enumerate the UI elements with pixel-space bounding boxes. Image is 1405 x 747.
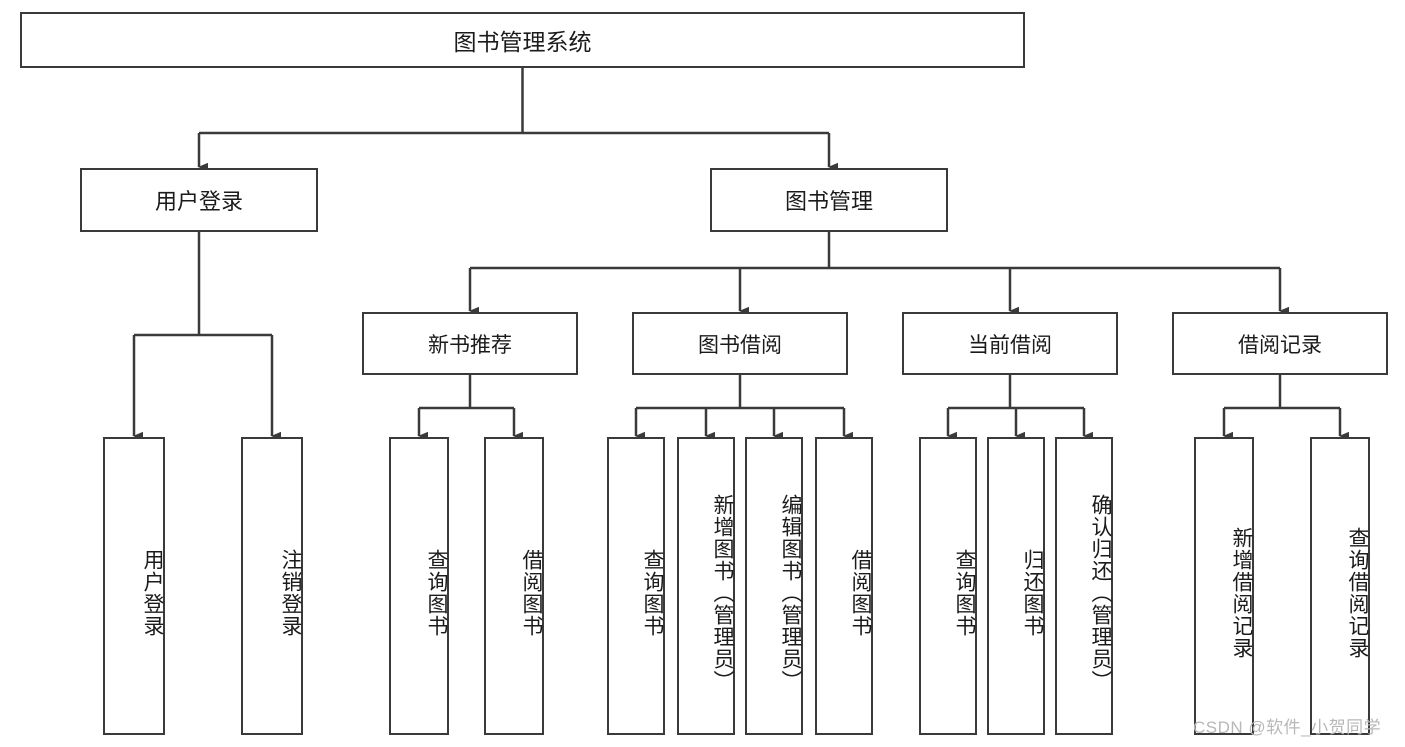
node-label: 注销登录 [279, 549, 302, 637]
node-book-borrow[interactable]: 图书借阅 [632, 312, 848, 375]
node-label: 新书推荐 [428, 333, 512, 357]
leaf-query-book-borrow[interactable]: 查询图书 [607, 437, 665, 735]
node-label: 用户登录 [154, 189, 243, 214]
node-label: 图书管理 [784, 189, 873, 214]
leaf-query-book-recommend[interactable]: 查询图书 [389, 437, 449, 735]
node-label: 新增借阅记录 [1230, 527, 1253, 659]
node-label: 用户登录 [141, 549, 164, 637]
leaf-add-book-admin[interactable]: 新增图书（管理员） [677, 437, 735, 735]
node-borrow-records[interactable]: 借阅记录 [1172, 312, 1388, 375]
node-label: 新增图书（管理员） [711, 494, 734, 692]
node-label: 图书管理系统 [453, 29, 592, 55]
node-label: 查询图书 [953, 549, 976, 637]
node-label: 确认归还（管理员） [1089, 494, 1112, 692]
node-new-book-recommend[interactable]: 新书推荐 [362, 312, 578, 375]
leaf-borrow-book[interactable]: 借阅图书 [815, 437, 873, 735]
node-label: 借阅记录 [1238, 333, 1322, 357]
leaf-user-login[interactable]: 用户登录 [103, 437, 165, 735]
node-label: 查询图书 [641, 549, 664, 637]
node-book-management[interactable]: 图书管理 [710, 168, 948, 232]
leaf-query-borrow-record[interactable]: 查询借阅记录 [1310, 437, 1370, 735]
node-label: 查询图书 [425, 549, 448, 637]
leaf-confirm-return-admin[interactable]: 确认归还（管理员） [1055, 437, 1113, 735]
leaf-add-borrow-record[interactable]: 新增借阅记录 [1194, 437, 1254, 735]
watermark: CSDN @软件_小贺同学 [1193, 718, 1382, 737]
node-label: 当前借阅 [968, 333, 1052, 357]
node-root[interactable]: 图书管理系统 [20, 12, 1025, 68]
leaf-logout[interactable]: 注销登录 [241, 437, 303, 735]
leaf-borrow-book-recommend[interactable]: 借阅图书 [484, 437, 544, 735]
leaf-return-book[interactable]: 归还图书 [987, 437, 1045, 735]
node-label: 借阅图书 [849, 549, 872, 637]
node-label: 编辑图书（管理员） [779, 494, 802, 692]
node-current-borrow[interactable]: 当前借阅 [902, 312, 1118, 375]
leaf-query-book-current[interactable]: 查询图书 [919, 437, 977, 735]
leaf-edit-book-admin[interactable]: 编辑图书（管理员） [745, 437, 803, 735]
node-label: 查询借阅记录 [1346, 527, 1369, 659]
node-user-login[interactable]: 用户登录 [80, 168, 318, 232]
node-label: 借阅图书 [520, 549, 543, 637]
node-label: 归还图书 [1021, 549, 1044, 637]
node-label: 图书借阅 [698, 333, 782, 357]
